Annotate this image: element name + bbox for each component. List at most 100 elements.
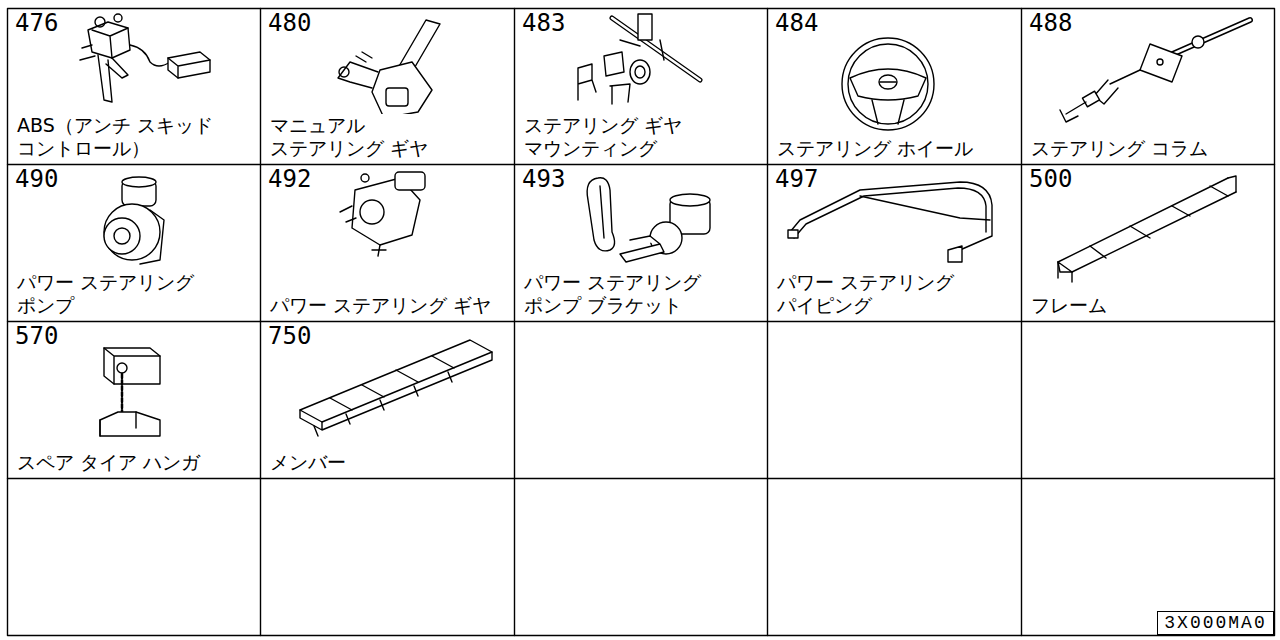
steering-wheel-drawing: [879, 75, 897, 89]
callout-number: 500: [1029, 167, 1072, 191]
pump-bracket-drawing: [670, 194, 710, 206]
part-name: パワー ステアリング パイピング: [777, 271, 1017, 316]
catalog-cell: 476ABS（アンチ スキッド コントロール）: [7, 8, 260, 164]
callout-number: 750: [268, 324, 311, 348]
power-steering-gear-drawing: [395, 172, 425, 190]
power-steering-piping-drawing: [794, 188, 986, 238]
power-steering-piping-drawing: [788, 230, 798, 238]
member-drawing: [314, 372, 452, 436]
spare-tire-hanger-drawing: [100, 348, 160, 436]
catalog-cell: 570 スペア タイア ハンガ: [7, 321, 260, 478]
power-steering-gear-drawing: [340, 206, 356, 222]
part-name: スペア タイア ハンガ: [17, 451, 200, 473]
catalog-cell: 484ステアリング ホイール: [767, 8, 1021, 164]
callout-number: 484: [775, 11, 818, 35]
manual-steering-gear-drawing: [386, 88, 408, 106]
part-name: ABS（アンチ スキッド コントロール）: [17, 114, 257, 159]
power-steering-gear-drawing: [360, 200, 384, 224]
part-name: メンバー: [270, 451, 346, 473]
power-steering-gear-drawing: [340, 172, 425, 256]
callout-number: 493: [522, 167, 565, 191]
gear-mounting-drawing: [604, 52, 624, 76]
manual-steering-gear-drawing: [339, 67, 349, 77]
manual-steering-gear-drawing: [372, 62, 432, 118]
steering-wheel-drawing: [842, 38, 934, 130]
spare-tire-hanger-drawing: [100, 412, 136, 436]
pump-bracket-drawing: [587, 178, 614, 251]
steering-column-drawing: [1060, 20, 1250, 122]
gear-mounting-drawing: [638, 14, 652, 40]
steering-column-drawing: [1082, 91, 1099, 107]
spare-tire-hanger-drawing: [100, 412, 160, 436]
manual-steering-gear-drawing: [338, 62, 378, 88]
abs-unit-drawing: [80, 45, 95, 60]
pump-bracket-drawing: [600, 186, 604, 238]
manual-steering-gear-drawing: [338, 20, 440, 118]
figure-code-box: 3X000MA0: [1157, 611, 1274, 635]
member-drawing: [330, 356, 454, 410]
abs-unit-drawing: [168, 52, 210, 78]
steering-wheel-drawing: [880, 81, 896, 82]
grid-lines: [8, 164, 1275, 165]
manual-steering-gear-drawing: [356, 52, 372, 62]
steering-column-drawing: [1140, 44, 1182, 82]
grid-lines: [8, 9, 1275, 636]
part-name: マニュアル ステアリング ギヤ: [270, 114, 470, 159]
part-name: ステアリング コラム: [1031, 137, 1208, 159]
catalog-cell: 488 ステアリング コラム: [1021, 8, 1274, 164]
gear-mounting-drawing: [578, 64, 596, 100]
abs-unit-drawing: [168, 58, 210, 78]
gear-mounting-drawing: [620, 40, 664, 60]
frame-drawing: [1228, 176, 1236, 192]
pump-bracket-drawing: [587, 178, 710, 262]
callout-number: 570: [15, 324, 58, 348]
power-steering-gear-drawing: [372, 245, 386, 256]
steering-column-drawing: [1192, 36, 1204, 48]
gear-mounting-drawing: [612, 18, 700, 80]
figure-code: 3X000MA0: [1160, 613, 1270, 633]
member-drawing: [300, 352, 492, 430]
frame-drawing: [1058, 262, 1072, 282]
catalog-cell: 480 マニュアル ステアリング ギヤ: [260, 8, 514, 164]
part-name: ステアリング ギヤ マウンティング: [524, 114, 764, 159]
callout-number: 476: [15, 11, 58, 35]
callout-number: 497: [775, 167, 818, 191]
grid-lines: [8, 321, 1275, 322]
part-name: パワー ステアリング ポンプ: [17, 271, 257, 316]
abs-unit-drawing: [95, 17, 105, 27]
catalog-cell: 497 パワー ステアリング パイピング: [767, 164, 1021, 321]
part-name: フレーム: [1031, 294, 1107, 316]
callout-number: 488: [1029, 11, 1072, 35]
steering-column-drawing: [1157, 59, 1163, 65]
power-steering-pump-drawing: [104, 204, 160, 260]
pump-bracket-drawing: [620, 236, 664, 262]
frame-drawing: [1058, 262, 1072, 272]
gear-mounting-drawing: [612, 18, 700, 80]
steering-wheel-drawing: [848, 44, 928, 124]
catalog-cell: 493 パワー ステアリング ポンプ ブラケット: [514, 164, 767, 321]
power-steering-gear-drawing: [361, 174, 369, 182]
catalog-cell: 490パワー ステアリング ポンプ: [7, 164, 260, 321]
catalog-cell: 492パワー ステアリング ギヤ: [260, 164, 514, 321]
abs-unit-drawing: [88, 22, 130, 58]
spare-tire-hanger-drawing: [104, 348, 160, 384]
gear-mounting-drawing: [630, 60, 650, 84]
power-steering-piping-drawing: [860, 196, 990, 220]
frame-drawing: [1058, 178, 1236, 272]
power-steering-piping-drawing: [948, 246, 962, 262]
abs-unit-drawing: [98, 55, 128, 102]
part-name: パワー ステアリング ギヤ: [270, 294, 491, 316]
power-steering-pump-drawing: [104, 218, 140, 254]
power-steering-pump-drawing: [104, 177, 164, 264]
steering-column-drawing: [1094, 70, 1140, 104]
abs-unit-drawing: [130, 45, 170, 66]
part-name: パワー ステアリング ポンプ ブラケット: [524, 271, 764, 316]
catalog-cell: 483ステアリング ギヤ マウンティング: [514, 8, 767, 164]
gear-mounting-drawing: [578, 14, 700, 104]
steering-wheel-drawing: [842, 38, 934, 130]
steering-wheel-drawing: [872, 100, 904, 124]
callout-number: 480: [268, 11, 311, 35]
